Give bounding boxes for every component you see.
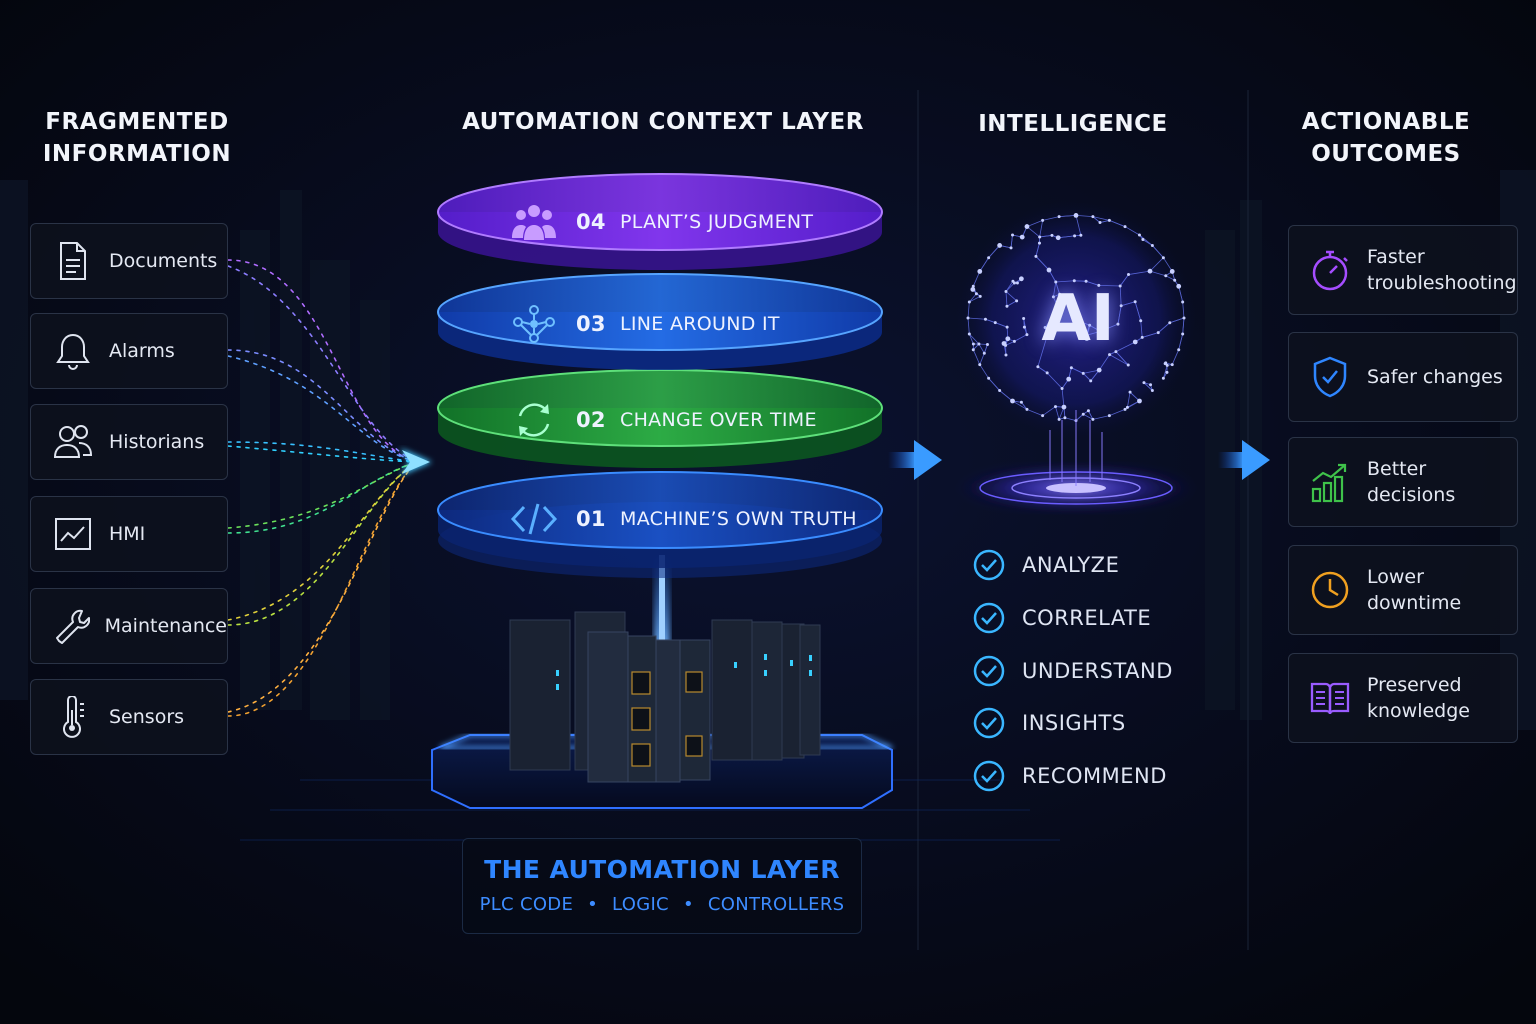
intel-step-correlate: CORRELATE — [972, 600, 1151, 636]
intel-step-label: UNDERSTAND — [1022, 659, 1173, 683]
source-card-documents[interactable]: Documents — [30, 223, 228, 299]
layer-03: 03 LINE AROUND IT — [510, 304, 780, 344]
wrench-icon — [51, 604, 91, 648]
source-label: Maintenance — [104, 615, 227, 637]
layer-number: 01 — [576, 507, 606, 531]
check-circle-icon — [973, 707, 1005, 739]
source-label: Historians — [109, 431, 205, 453]
team-icon — [510, 202, 558, 242]
intelligence-title: INTELLIGENCE — [978, 111, 1168, 137]
separator-dot: • — [682, 894, 694, 915]
automation-item: PLC CODE — [479, 894, 574, 915]
source-label: HMI — [109, 523, 146, 545]
cycle-icon — [510, 400, 558, 440]
source-label: Documents — [109, 250, 218, 272]
intel-step-label: INSIGHTS — [1022, 711, 1126, 735]
source-label: Sensors — [109, 706, 185, 728]
chart-screen-icon — [51, 512, 95, 556]
layer-number: 04 — [576, 210, 606, 234]
layer-text: PLANT’S JUDGMENT — [620, 211, 814, 233]
automation-layer-items: PLC CODE • LOGIC • CONTROLLERS — [463, 894, 861, 915]
thermometer-icon — [51, 695, 95, 739]
outcome-label: Safer changes — [1367, 366, 1503, 388]
automation-item: CONTROLLERS — [707, 894, 845, 915]
bell-icon — [51, 329, 95, 373]
fragmented-information-title: FRAGMENTED INFORMATION — [42, 109, 232, 167]
layer-01: 01 MACHINE’S OWN TRUTH — [510, 499, 857, 539]
intel-step-recommend: RECOMMEND — [972, 758, 1167, 794]
users-icon — [51, 420, 95, 464]
source-label: Alarms — [109, 340, 175, 362]
intel-step-label: CORRELATE — [1022, 606, 1152, 630]
stopwatch-icon — [1307, 247, 1353, 293]
growth-chart-icon — [1307, 459, 1353, 505]
automation-layer-title: THE AUTOMATION LAYER — [484, 855, 840, 884]
ai-brain-label: AI — [1041, 282, 1115, 356]
intel-step-understand: UNDERSTAND — [972, 653, 1173, 689]
intel-step-insights: INSIGHTS — [972, 705, 1126, 741]
automation-item: LOGIC — [612, 894, 669, 915]
intel-step-analyze: ANALYZE — [972, 547, 1119, 583]
code-icon — [510, 499, 558, 539]
separator-dot: • — [587, 894, 599, 915]
document-icon — [51, 239, 95, 283]
source-card-sensors[interactable]: Sensors — [30, 679, 228, 755]
layer-number: 02 — [576, 408, 606, 432]
check-circle-icon — [973, 655, 1005, 687]
layer-text: MACHINE’S OWN TRUTH — [620, 508, 857, 530]
automation-context-layer-title: AUTOMATION CONTEXT LAYER — [462, 109, 864, 135]
check-circle-icon — [973, 549, 1005, 581]
automation-layer-box: THE AUTOMATION LAYER PLC CODE • LOGIC • CONT… — [462, 838, 862, 934]
actionable-outcomes-title: ACTIONABLE OUTCOMES — [1301, 109, 1471, 167]
layer-text: LINE AROUND IT — [620, 313, 780, 335]
source-card-maintenance[interactable]: Maintenance — [30, 588, 228, 664]
source-card-hmi[interactable]: HMI — [30, 496, 228, 572]
intel-step-label: RECOMMEND — [1022, 764, 1167, 788]
layer-04: 04 PLANT’S JUDGMENT — [510, 202, 813, 242]
source-card-alarms[interactable]: Alarms — [30, 313, 228, 389]
book-icon — [1307, 675, 1353, 721]
network-icon — [510, 304, 558, 344]
layer-02: 02 CHANGE OVER TIME — [510, 400, 817, 440]
layer-text: CHANGE OVER TIME — [620, 409, 817, 431]
check-circle-icon — [973, 602, 1005, 634]
intel-step-label: ANALYZE — [1022, 553, 1120, 577]
check-circle-icon — [973, 760, 1005, 792]
layer-number: 03 — [576, 312, 606, 336]
clock-icon — [1307, 567, 1353, 613]
source-card-historians[interactable]: Historians — [30, 404, 228, 480]
shield-check-icon — [1307, 354, 1353, 400]
outcome-card-safer-changes[interactable]: Safer changes — [1288, 332, 1518, 422]
